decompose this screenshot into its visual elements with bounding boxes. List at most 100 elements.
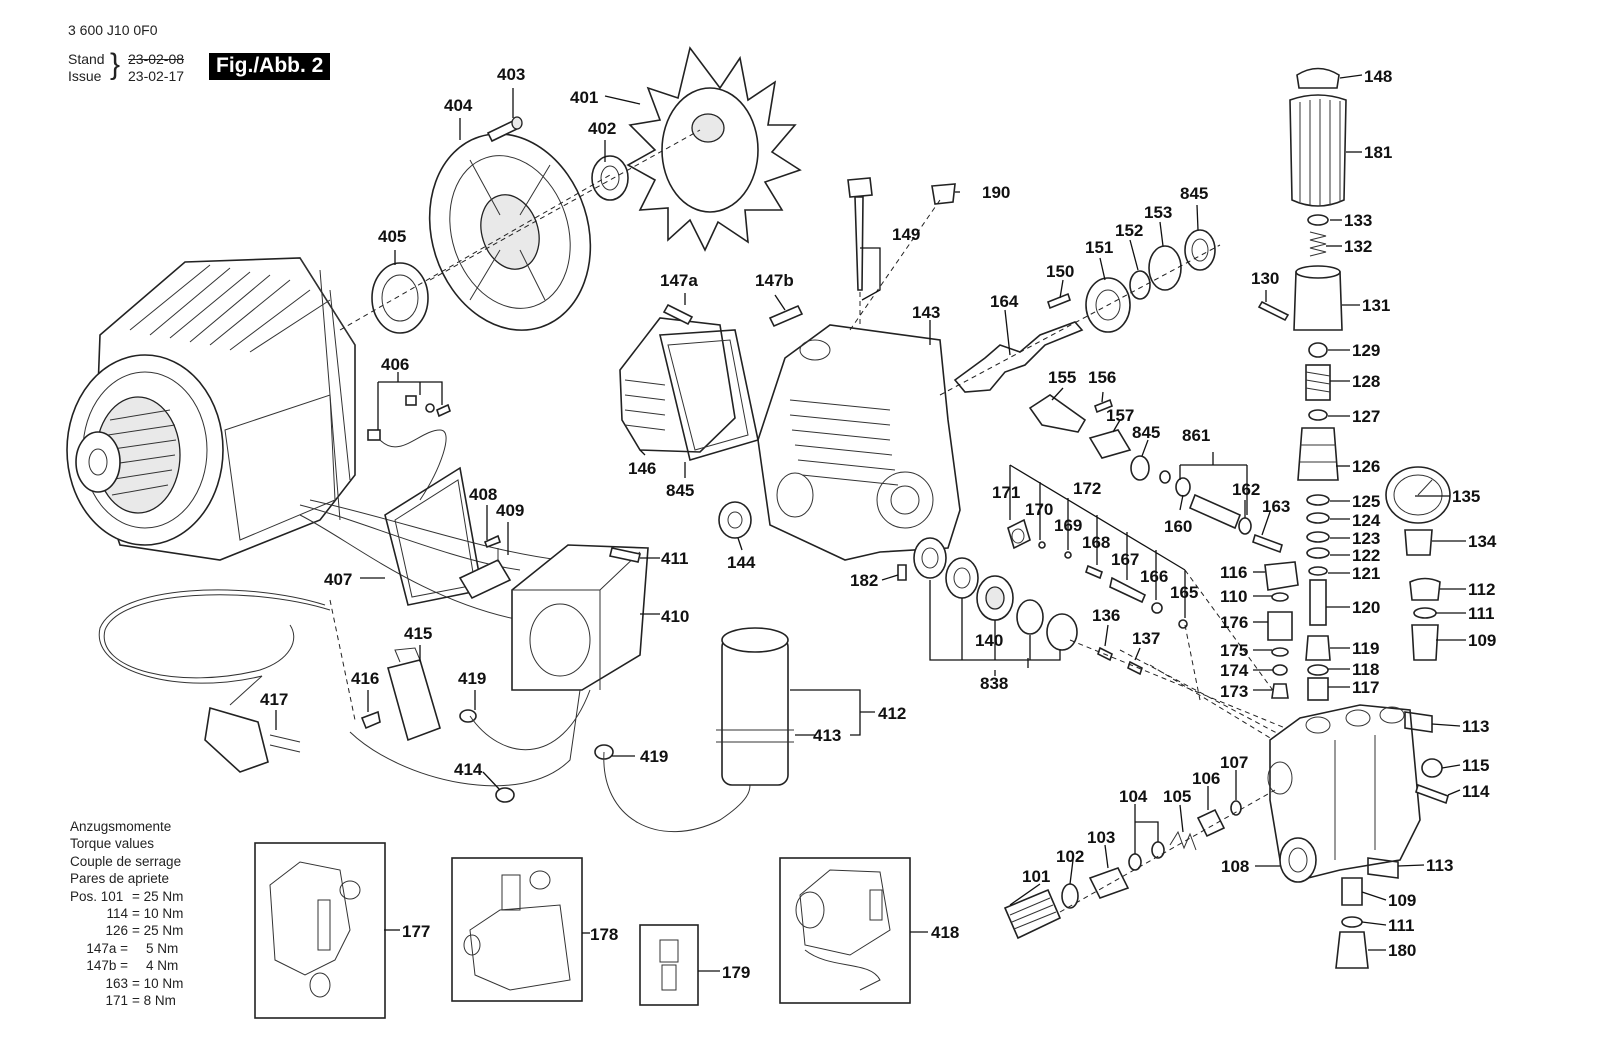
callout-408: 408 bbox=[469, 485, 497, 504]
callout-401: 401 bbox=[570, 88, 598, 107]
body-131 bbox=[1293, 265, 1343, 331]
leader-lines bbox=[275, 74, 1466, 972]
parts-173-176 bbox=[1267, 611, 1293, 699]
stand-date: 23-02-08 bbox=[128, 51, 185, 67]
screw-114 bbox=[1415, 783, 1449, 805]
torque-value: 5 Nm bbox=[146, 940, 179, 956]
callout-170: 170 bbox=[1025, 500, 1053, 519]
torque-value: = 8 Nm bbox=[132, 993, 176, 1008]
callout-166: 166 bbox=[1140, 567, 1168, 586]
callout-116: 116 bbox=[1220, 563, 1247, 582]
callout-102: 102 bbox=[1056, 847, 1084, 866]
callout-419b: 419 bbox=[640, 747, 668, 766]
callout-128: 128 bbox=[1352, 372, 1380, 391]
callout-160: 160 bbox=[1164, 517, 1192, 536]
callout-131: 131 bbox=[1362, 296, 1390, 315]
terminal-parts-406 bbox=[367, 395, 451, 441]
conrod-155 bbox=[1028, 394, 1087, 433]
callout-121: 121 bbox=[1352, 564, 1380, 583]
torque-row: Pos. 101 = 25 Nm bbox=[70, 888, 202, 905]
callout-167: 167 bbox=[1111, 550, 1139, 569]
callout-178: 178 bbox=[590, 925, 618, 944]
ball-129 bbox=[1308, 342, 1328, 358]
callout-114: 114 bbox=[1462, 782, 1490, 801]
torque-row: 126= 25 Nm bbox=[70, 922, 202, 939]
torque-value: = 10 Nm bbox=[132, 905, 184, 921]
issue-label: Issue bbox=[68, 68, 102, 84]
kit-box-178 bbox=[451, 857, 583, 1002]
callout-109a: 109 bbox=[1468, 631, 1496, 650]
torque-heading-en: Torque values bbox=[70, 836, 155, 852]
bleed-valve-171 bbox=[1007, 518, 1031, 550]
spring-128 bbox=[1305, 364, 1331, 401]
small-parts-165-170 bbox=[1038, 541, 1188, 629]
parts-109-180-bottom bbox=[1335, 877, 1369, 969]
torque-pos: 126 bbox=[105, 923, 128, 939]
key-150 bbox=[1047, 292, 1071, 310]
screw-147b bbox=[768, 304, 804, 328]
callout-179: 179 bbox=[722, 963, 750, 982]
callout-122: 122 bbox=[1352, 546, 1380, 565]
torque-value: = 25 Nm bbox=[132, 923, 184, 939]
torque-pos: Pos. 101 bbox=[70, 888, 124, 904]
parts-109-112 bbox=[1409, 577, 1441, 661]
callout-118: 118 bbox=[1352, 660, 1379, 679]
callout-416: 416 bbox=[351, 669, 379, 688]
callout-173: 173 bbox=[1220, 682, 1248, 701]
screw-408 bbox=[483, 534, 502, 549]
callout-182: 182 bbox=[850, 571, 878, 590]
torque-row: 163= 10 Nm bbox=[70, 975, 202, 992]
callout-143: 143 bbox=[912, 303, 940, 322]
bearing-402 bbox=[591, 155, 629, 201]
dipstick-149 bbox=[847, 177, 873, 291]
plug-115 bbox=[1421, 758, 1443, 778]
callout-403: 403 bbox=[497, 65, 525, 84]
adapter-134 bbox=[1404, 529, 1433, 556]
bracket-113b bbox=[1367, 857, 1399, 879]
torque-pos: 171 bbox=[105, 993, 128, 1008]
power-cable-417 bbox=[98, 589, 331, 773]
callout-133: 133 bbox=[1344, 211, 1372, 230]
callout-845a: 845 bbox=[666, 481, 694, 500]
callout-104: 104 bbox=[1119, 787, 1148, 806]
callout-132: 132 bbox=[1344, 237, 1372, 256]
callout-130: 130 bbox=[1251, 269, 1279, 288]
circlip-153 bbox=[1148, 245, 1182, 291]
callout-123: 123 bbox=[1352, 529, 1380, 548]
seal-845b bbox=[1184, 229, 1216, 271]
callout-410: 410 bbox=[661, 607, 689, 626]
callout-135: 135 bbox=[1452, 487, 1480, 506]
manifold-108 bbox=[1267, 704, 1421, 883]
inlet-101 bbox=[1003, 888, 1062, 940]
callout-153: 153 bbox=[1144, 203, 1172, 222]
spring-132 bbox=[1309, 231, 1327, 257]
callout-414: 414 bbox=[454, 760, 483, 779]
plug-190 bbox=[931, 183, 956, 205]
callout-147a: 147a bbox=[660, 271, 698, 290]
torque-value: = 25 Nm bbox=[132, 888, 184, 904]
ring-152 bbox=[1129, 270, 1151, 300]
torque-row: 114= 10 Nm bbox=[70, 905, 202, 922]
callout-125: 125 bbox=[1352, 492, 1380, 511]
washers-121-125 bbox=[1306, 494, 1330, 576]
callout-172: 172 bbox=[1073, 479, 1101, 498]
body-103 bbox=[1088, 867, 1130, 899]
callout-105: 105 bbox=[1163, 787, 1191, 806]
callout-110: 110 bbox=[1220, 587, 1247, 606]
callout-163: 163 bbox=[1262, 497, 1290, 516]
torque-pos: 163 bbox=[105, 975, 128, 991]
issue-date: 23-02-17 bbox=[128, 68, 185, 84]
torque-pos: 147a = bbox=[86, 940, 128, 956]
callout-152: 152 bbox=[1115, 221, 1143, 240]
callout-112: 112 bbox=[1468, 580, 1495, 599]
torque-heading-fr: Couple de serrage bbox=[70, 853, 182, 869]
cylinder-head-146 bbox=[619, 317, 736, 453]
callout-171: 171 bbox=[992, 483, 1020, 502]
callout-147b: 147b bbox=[755, 271, 794, 290]
callout-137: 137 bbox=[1132, 629, 1160, 648]
callout-164: 164 bbox=[990, 292, 1019, 311]
callout-150: 150 bbox=[1046, 262, 1074, 281]
callout-177: 177 bbox=[402, 922, 430, 941]
crankcase-143 bbox=[757, 324, 961, 561]
torque-heading-es: Pares de apriete bbox=[70, 871, 170, 887]
